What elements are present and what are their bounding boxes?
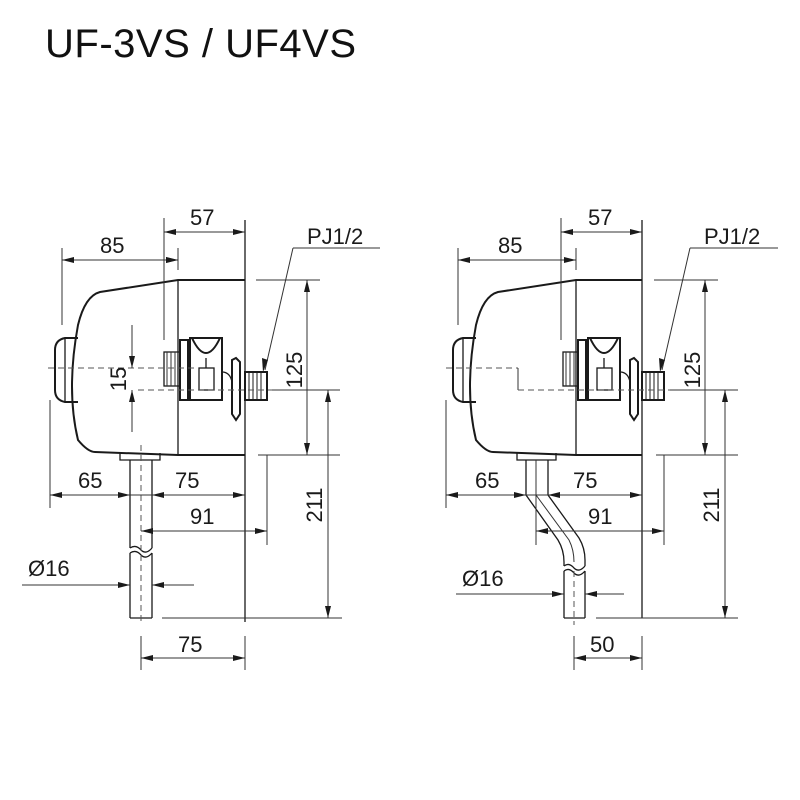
thread-label: PJ1/2 [704, 224, 760, 249]
dim-65: 65 [475, 468, 499, 493]
push-button [452, 337, 476, 403]
dim-65: 65 [78, 468, 102, 493]
dim-91: 91 [588, 504, 612, 529]
dim-85: 85 [498, 233, 522, 258]
view-offset-outlet: 85 57 PJ1/2 125 65 75 91 [445, 205, 778, 670]
thread-label: PJ1/2 [307, 224, 363, 249]
dim-85: 85 [100, 233, 124, 258]
dim-91: 91 [190, 504, 214, 529]
dim-75-lower: 75 [178, 632, 202, 657]
valve-body [71, 279, 245, 456]
dim-57: 57 [588, 205, 612, 230]
drain-pipe [516, 453, 586, 625]
valve-mechanism [562, 337, 665, 422]
dim-50: 50 [590, 632, 614, 657]
drawing-title: UF-3VS / UF4VS [45, 22, 357, 66]
dim-211: 211 [302, 487, 327, 522]
dim-125: 125 [680, 352, 705, 389]
dim-15: 15 [106, 367, 131, 391]
drain-pipe [119, 445, 161, 625]
view-straight-outlet: 85 57 PJ1/2 125 15 65 75 [22, 205, 380, 670]
dim-75-upper: 75 [175, 468, 199, 493]
dim-125: 125 [282, 352, 307, 389]
dim-211: 211 [699, 487, 724, 522]
dim-57: 57 [190, 205, 214, 230]
dim-75-upper: 75 [573, 468, 597, 493]
dim-diameter: Ø16 [28, 556, 70, 581]
valve-mechanism [163, 337, 268, 422]
dim-diameter: Ø16 [462, 566, 504, 591]
valve-body [469, 279, 642, 456]
push-button [54, 337, 78, 403]
